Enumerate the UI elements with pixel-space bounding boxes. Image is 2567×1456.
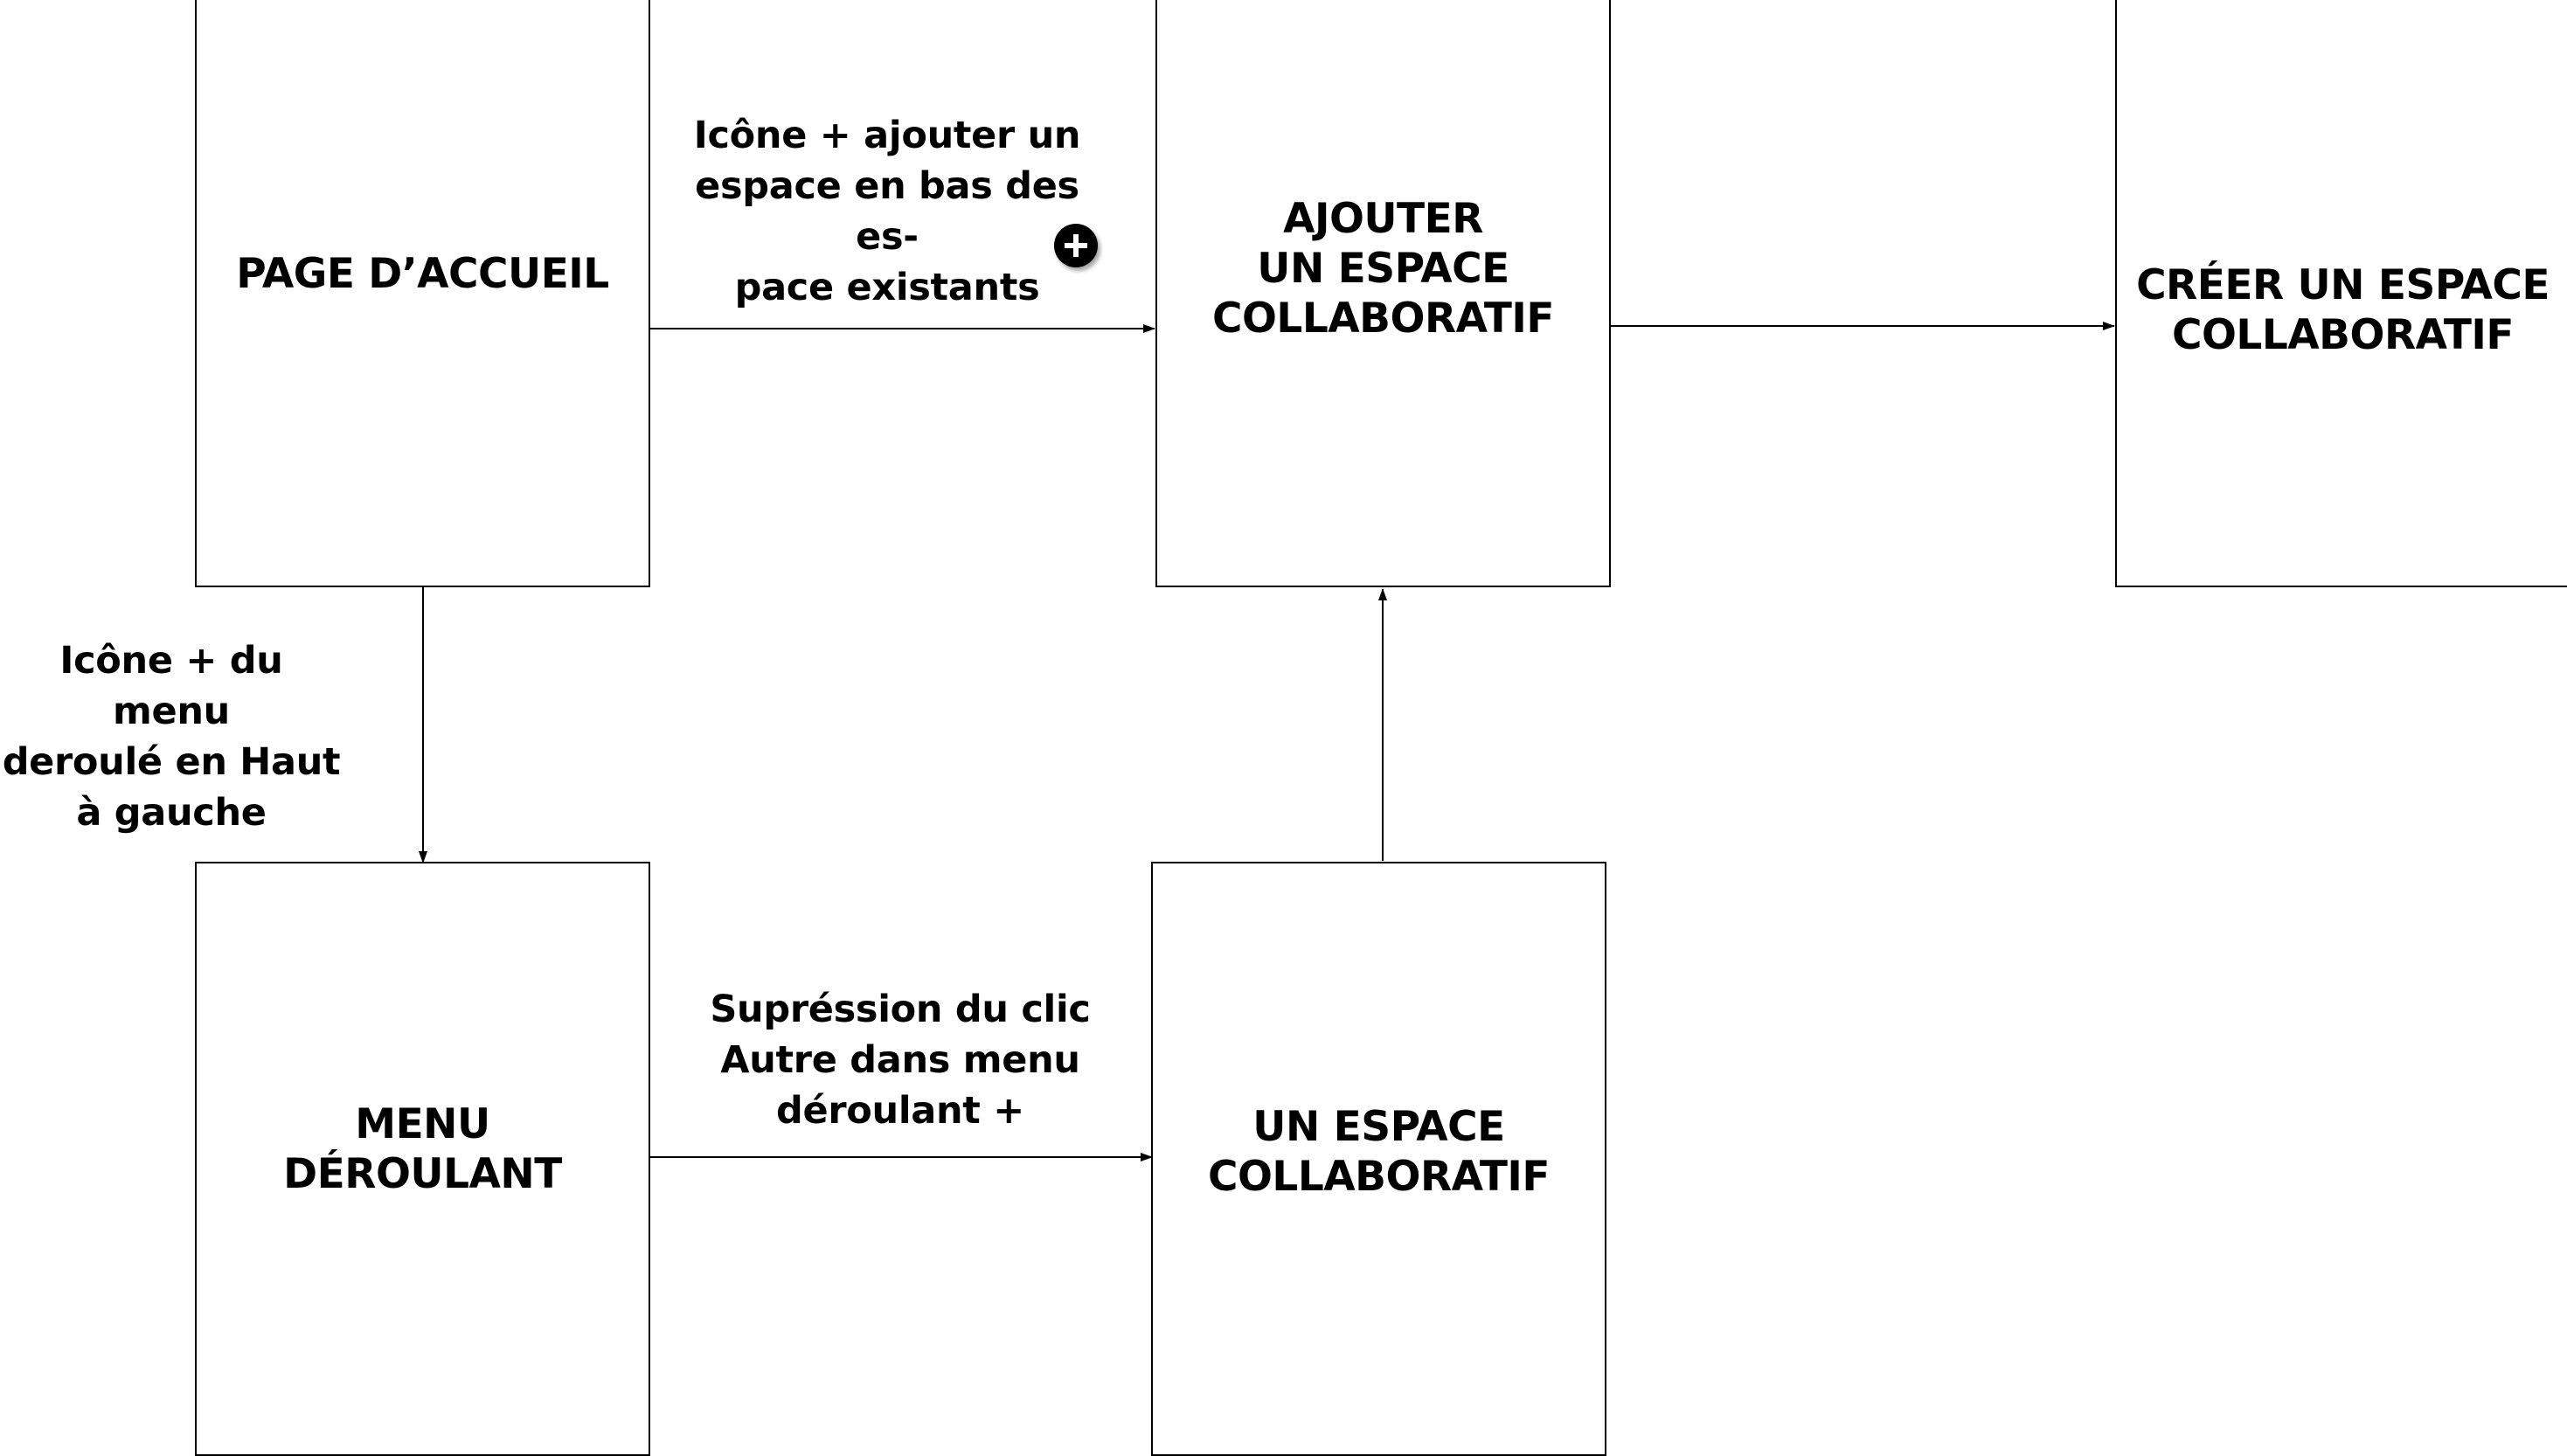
node-creer-espace: CRÉER UN ESPACE COLLABORATIF: [2115, 0, 2567, 587]
node-menu-deroulant: MENU DÉROULANT: [195, 862, 650, 1456]
node-creer-espace-label: CRÉER UN ESPACE COLLABORATIF: [2136, 261, 2550, 359]
node-menu-deroulant-label: MENU DÉROULANT: [283, 1100, 562, 1198]
edge-label-accueil-menu: Icône + du menu deroulé en Haut à gauche: [2, 639, 341, 835]
node-espace-collaboratif-label: UN ESPACE COLLABORATIF: [1207, 1103, 1551, 1201]
edge-label-menu-espace: Supréssion du clic Autre dans menu dérou…: [710, 988, 1091, 1133]
node-espace-collaboratif: UN ESPACE COLLABORATIF: [1151, 862, 1606, 1456]
edge-label-accueil-ajouter: Icône + ajouter un espace en bas des es-…: [693, 114, 1081, 309]
node-ajouter-espace: AJOUTER UN ESPACE COLLABORATIF: [1155, 0, 1611, 587]
node-page-accueil-label: PAGE D’ACCUEIL: [236, 250, 609, 298]
plus-circle-icon: [1054, 224, 1098, 267]
node-ajouter-espace-label: AJOUTER UN ESPACE COLLABORATIF: [1211, 195, 1555, 343]
node-page-accueil: PAGE D’ACCUEIL: [195, 0, 650, 587]
